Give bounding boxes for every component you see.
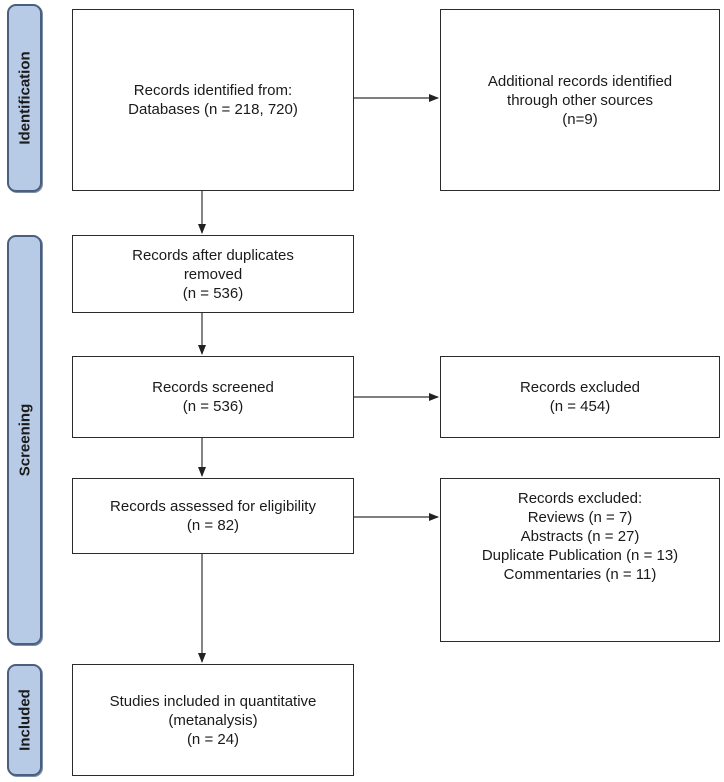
included-line-3: (n = 24) — [186, 730, 240, 748]
additional-records-line-2: through other sources — [507, 91, 653, 109]
excluded-commentaries: Commentaries (n = 11) — [503, 566, 657, 583]
assessed-line-1: Records assessed for eligibility — [110, 498, 316, 515]
box-after-duplicates: Records after duplicates removed (n = 53… — [72, 235, 354, 313]
box-records-screened: Records screened (n = 536) — [72, 356, 354, 438]
box-assessed-eligibility: Records assessed for eligibility (n = 82… — [72, 478, 354, 554]
box-studies-included: Studies included in quantitative (metana… — [72, 664, 354, 776]
excluded-duplicate-publication: Duplicate Publication (n = 13) — [481, 547, 679, 564]
records-identified-line-1: Records identified from: — [133, 82, 293, 99]
included-line-2: (metanalysis) — [168, 711, 258, 729]
box-records-identified: Records identified from: Databases (n = … — [72, 9, 354, 191]
screened-line-1: Records screened — [152, 379, 274, 396]
box-additional-records: Additional records identified through ot… — [440, 9, 720, 191]
records-identified-line-2: Databases (n = 218, 720) — [128, 101, 298, 118]
excluded-eligibility-heading: Records excluded: — [517, 490, 643, 507]
box-records-excluded-eligibility: Records excluded: Reviews (n = 7) Abstra… — [440, 478, 720, 642]
screened-line-2: (n = 536) — [182, 398, 244, 415]
after-duplicates-line-1: Records after duplicates — [132, 246, 294, 264]
phase-screening: Screening — [7, 235, 42, 645]
excluded-abstracts: Abstracts (n = 27) — [520, 528, 640, 545]
included-line-1: Studies included in quantitative — [109, 692, 317, 710]
additional-records-line-3: (n=9) — [562, 110, 598, 128]
excluded-screening-line-2: (n = 454) — [549, 398, 611, 415]
after-duplicates-line-2: removed — [183, 265, 243, 283]
box-records-excluded-screening: Records excluded (n = 454) — [440, 356, 720, 438]
after-duplicates-line-3: (n = 536) — [182, 284, 244, 302]
excluded-reviews: Reviews (n = 7) — [527, 509, 633, 526]
phase-identification: Identification — [7, 4, 42, 192]
excluded-screening-line-1: Records excluded — [519, 379, 641, 396]
additional-records-line-1: Additional records identified — [487, 72, 673, 90]
assessed-line-2: (n = 82) — [186, 517, 240, 534]
phase-included: Included — [7, 664, 42, 776]
